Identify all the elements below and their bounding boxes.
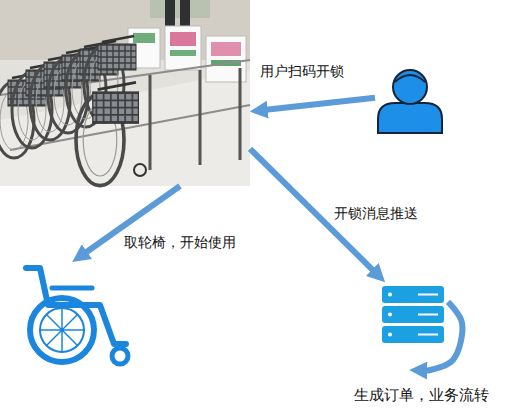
edge-label: 用户扫码开锁 [258, 62, 346, 81]
loop-arrow [425, 302, 462, 371]
edge-label: 开锁消息推送 [332, 204, 420, 223]
edge-label: 取轮椅，开始使用 [122, 233, 238, 252]
user-icon [378, 70, 442, 133]
wheelchairs [0, 36, 138, 186]
wheelchair-photo [0, 0, 250, 186]
flow-arrow [266, 98, 375, 110]
server-node [378, 282, 448, 348]
server-icon [382, 286, 444, 343]
photo-node [0, 0, 250, 186]
edge-label: 生成订单，业务流转 [352, 385, 491, 405]
wheelchair-icon [26, 268, 128, 364]
wheelchair-node [22, 262, 134, 370]
user-node [375, 68, 443, 134]
